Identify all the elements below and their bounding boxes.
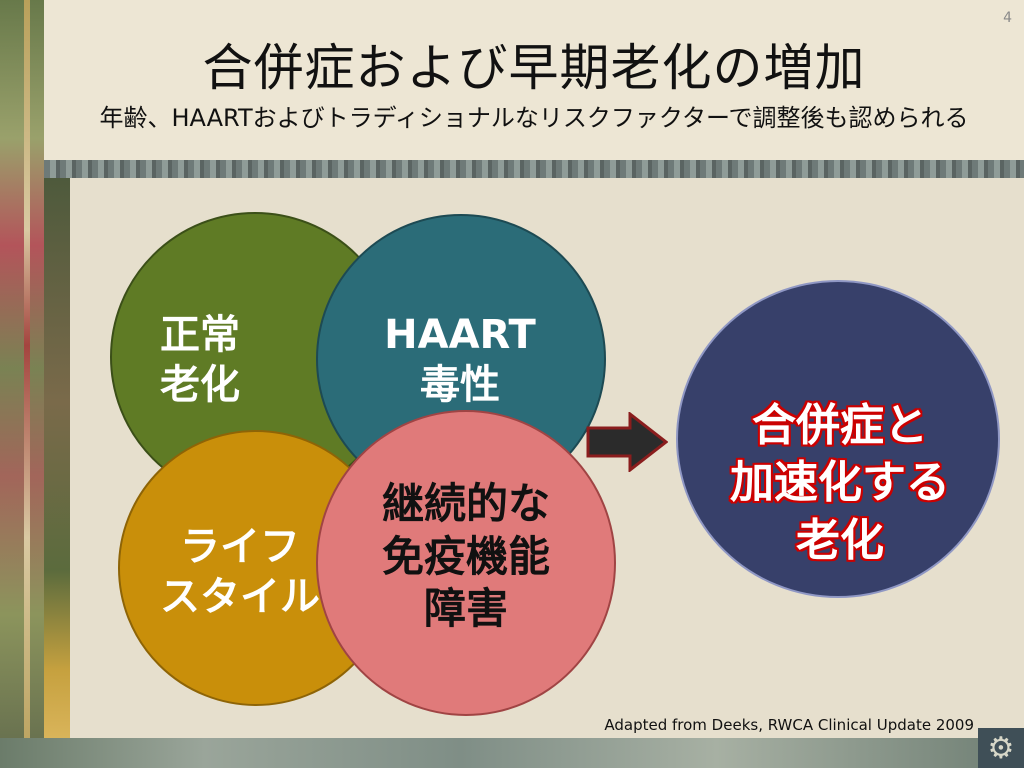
- result-label: 合併症と 加速化する 老化: [690, 340, 990, 626]
- citation: Adapted from Deeks, RWCA Clinical Update…: [604, 716, 974, 734]
- decorative-inner-strip: [44, 178, 70, 738]
- slide-subtitle: 年齢、HAARTおよびトラディショナルなリスクファクターで調整後も認められる: [99, 104, 969, 132]
- slide-number: 4: [1003, 10, 1012, 26]
- decorative-bottom-strip: [0, 738, 1024, 768]
- slide-title: 合併症および早期老化の増加: [202, 39, 866, 97]
- decorative-left-strip: [0, 0, 44, 768]
- immune-dysfunction-label: 継続的な 免疫機能 障害: [381, 479, 550, 633]
- result-circle: [676, 280, 1000, 598]
- normal-aging-label: 正常 老化: [160, 312, 240, 408]
- right-arrow-icon: [586, 412, 668, 472]
- header-area: [44, 0, 1024, 160]
- haart-toxicity-label: HAART 毒性: [384, 312, 536, 408]
- gear-icon[interactable]: ⚙: [978, 728, 1024, 768]
- header-border: [44, 160, 1024, 178]
- immune-dysfunction-circle: [316, 410, 616, 716]
- result-label-text: 合併症と 加速化する 老化: [730, 400, 950, 566]
- lifestyle-label: ライフ スタイル: [160, 524, 320, 620]
